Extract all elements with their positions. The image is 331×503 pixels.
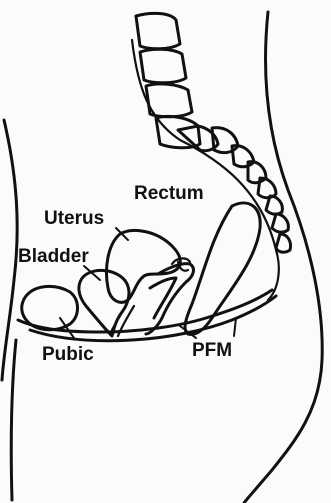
label-bladder: Bladder: [18, 246, 89, 267]
pelvic-floor-muscle: [18, 290, 272, 332]
rectum-shape: [185, 203, 260, 334]
pfm-leader-2: [234, 318, 236, 336]
vertebra: [140, 49, 186, 83]
vertebra: [266, 196, 282, 214]
vertebra: [272, 214, 288, 232]
vertebra: [258, 178, 276, 198]
vertebra: [136, 13, 180, 48]
back-outline: [244, 12, 322, 503]
vertebra: [276, 234, 291, 252]
label-rectum: Rectum: [134, 183, 204, 204]
label-uterus: Uterus: [44, 208, 104, 229]
label-pfm: PFM: [192, 340, 232, 361]
label-pubic: Pubic: [42, 344, 94, 365]
front-outline-lower: [11, 340, 16, 500]
